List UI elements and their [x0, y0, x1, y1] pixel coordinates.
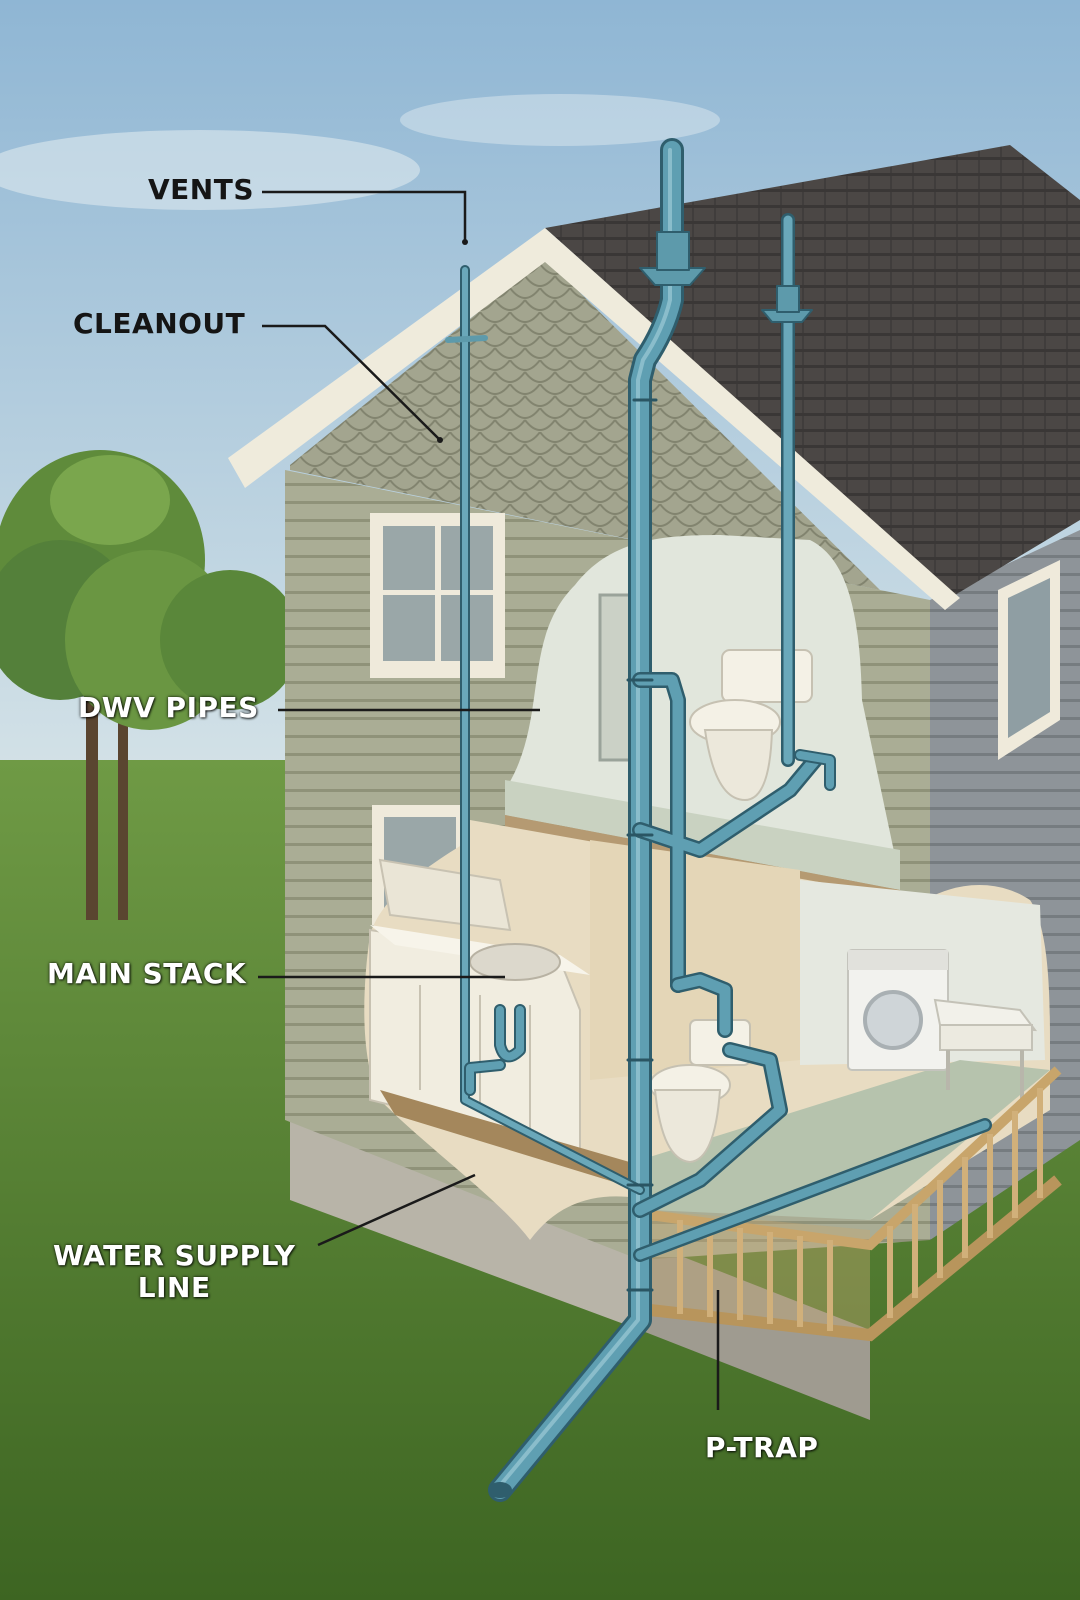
label-main-stack: MAIN STACK	[47, 958, 246, 990]
label-water-supply-line: WATER SUPPLY LINE	[53, 1240, 295, 1304]
label-dwv-pipes: DWV PIPES	[78, 692, 259, 724]
washing-machine-icon	[848, 950, 948, 1070]
label-p-trap: P-TRAP	[705, 1432, 818, 1464]
label-vents: VENTS	[148, 174, 254, 206]
label-cleanout: CLEANOUT	[73, 308, 245, 340]
upper-window	[370, 513, 505, 678]
